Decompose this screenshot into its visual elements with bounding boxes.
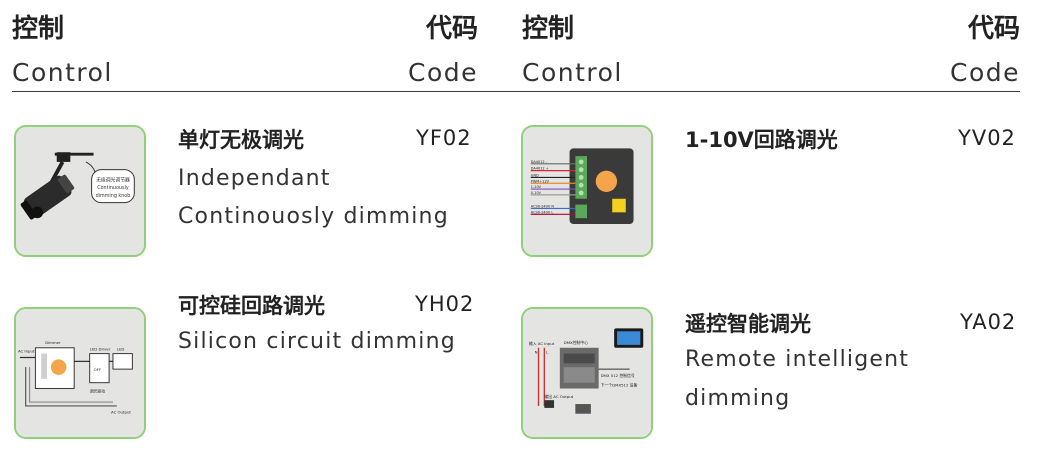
system-label: DMX控制中心 <box>564 340 589 345</box>
dimmer-module-thumbnail: DA4012 - DA4012 + GND PWM+12V 1-10V 0-10… <box>521 125 653 257</box>
system-label: 下一个DMX512 设备 <box>601 383 638 388</box>
system-label: 输出 AC Output <box>544 394 573 399</box>
wire-label: DA4012 - <box>531 160 548 164</box>
wire-label: 0-10V <box>531 191 542 195</box>
item-title-zh: 1-10V回路调光 <box>685 128 838 152</box>
thumb-note-zh: 无级调光调节器 <box>96 176 130 183</box>
header-divider <box>12 91 1020 92</box>
control-heading-en: Control <box>12 58 113 87</box>
item-title-zh: 单灯无极调光 <box>178 128 304 152</box>
item-title-en: Silicon circuit dimming <box>178 329 456 354</box>
item-title-en-line2: dimming <box>685 386 791 411</box>
code-heading-en: Code <box>407 58 478 87</box>
column-header-left: 控制 代码 Control Code <box>12 8 478 90</box>
circuit-label: LED Driver <box>90 347 111 352</box>
wire-label: AC90-240V N <box>531 204 555 208</box>
wire-label: AC90-240V L <box>531 210 554 214</box>
system-label: 输入 AC Input <box>529 341 555 346</box>
wire-label: PWM+12V <box>531 179 550 183</box>
wire-label: 1-10V <box>531 185 542 189</box>
system-label: L <box>546 350 549 355</box>
remote-control-thumbnail: 输入 AC Input DMX控制中心 DMX 512 控制信号 下一个DMX5… <box>521 307 653 439</box>
thumb-note-en-2: dimming knob <box>96 193 131 199</box>
item-code: YF02 <box>416 126 472 150</box>
code-heading-zh: 代码 <box>425 14 478 44</box>
circuit-label: AC Input <box>18 349 35 354</box>
circuit-label: OFF <box>94 367 101 372</box>
control-heading-zh: 控制 <box>12 14 65 44</box>
control-heading-en: Control <box>522 58 623 87</box>
item-code: YA02 <box>960 310 1017 334</box>
control-heading-zh: 控制 <box>522 14 575 44</box>
item-title-zh: 遥控智能调光 <box>685 312 811 336</box>
thumb-note-en-1: Continuously <box>97 185 129 191</box>
item-title-zh: 可控硅回路调光 <box>178 294 325 318</box>
item-title-en: Independant <box>178 166 331 191</box>
column-header-right: 控制 代码 Control Code <box>522 8 1020 90</box>
item-code: YH02 <box>415 292 475 316</box>
code-heading-zh: 代码 <box>967 14 1020 44</box>
system-label: N <box>535 350 538 355</box>
wire-label: GND <box>531 173 539 177</box>
spotlight-knob-thumbnail: 无级调光调节器 Continuously dimming knob <box>14 125 146 257</box>
code-heading-en: Code <box>949 58 1020 87</box>
item-title-en: Remote intelligent <box>685 347 910 372</box>
item-code: YV02 <box>958 126 1016 150</box>
circuit-label: 调光驱动 <box>90 388 106 393</box>
item-title-en-line2: Continouosly dimming <box>178 204 449 229</box>
circuit-label: AC Output <box>111 410 131 415</box>
triac-circuit-thumbnail: AC Input Dimmer LED Driver LED OFF 调光驱动 … <box>14 307 146 439</box>
wire-label: DA4012 + <box>531 167 549 171</box>
circuit-label: LED <box>117 347 125 352</box>
circuit-label: Dimmer <box>45 340 61 345</box>
system-label: DMX 512 控制信号 <box>601 373 635 378</box>
